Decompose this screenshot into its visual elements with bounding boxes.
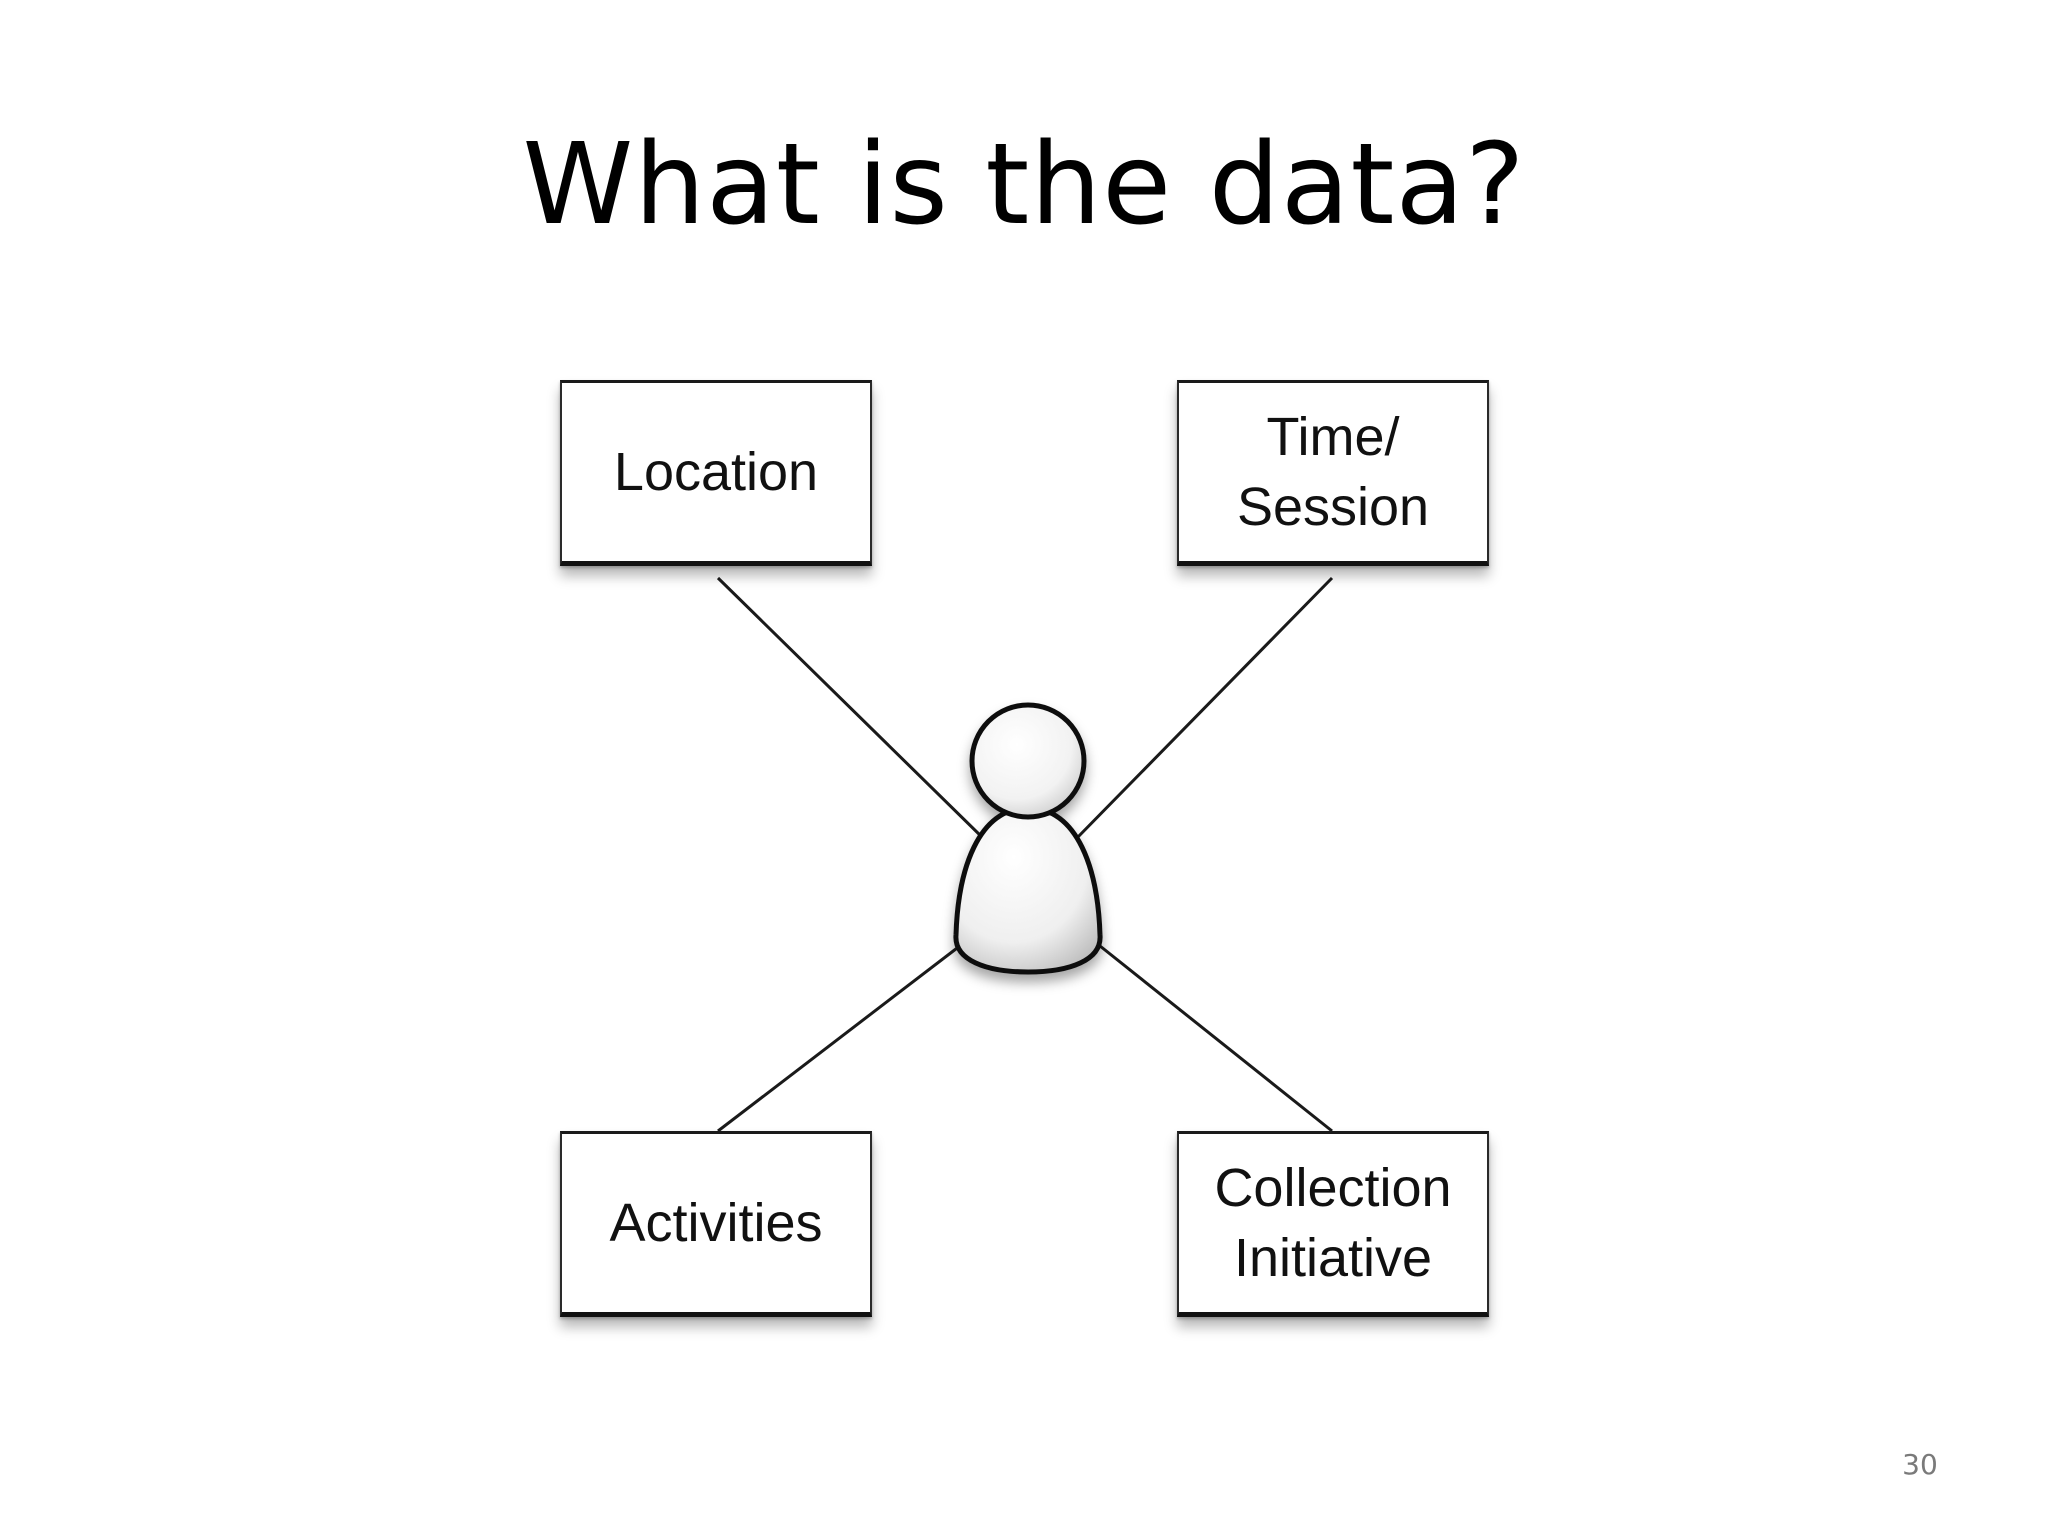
connector-location [716, 576, 987, 842]
node-collection-initiative-label-line2: Initiative [1233, 1228, 1433, 1288]
node-time-session: Time/ Session [1177, 380, 1489, 566]
node-activities: Activities [560, 1131, 872, 1317]
node-time-session-label-line2: Session [1236, 477, 1430, 537]
person-body [953, 805, 1103, 975]
page-number: 30 [1902, 1448, 1938, 1481]
connector-activities [717, 940, 966, 1133]
connector-collection-initiative [1094, 940, 1333, 1133]
slide-title: What is the data? [522, 120, 1526, 250]
person-icon [953, 702, 1103, 975]
node-collection-initiative-label-line1: Collection [1214, 1158, 1452, 1218]
person-head [969, 702, 1087, 820]
node-location: Location [560, 380, 872, 566]
node-activities-label: Activities [609, 1193, 823, 1253]
node-location-label: Location [613, 442, 819, 502]
node-time-session-label-line1: Time/ [1266, 407, 1400, 467]
connector-time-session [1073, 576, 1334, 842]
node-collection-initiative: Collection Initiative [1177, 1131, 1489, 1317]
